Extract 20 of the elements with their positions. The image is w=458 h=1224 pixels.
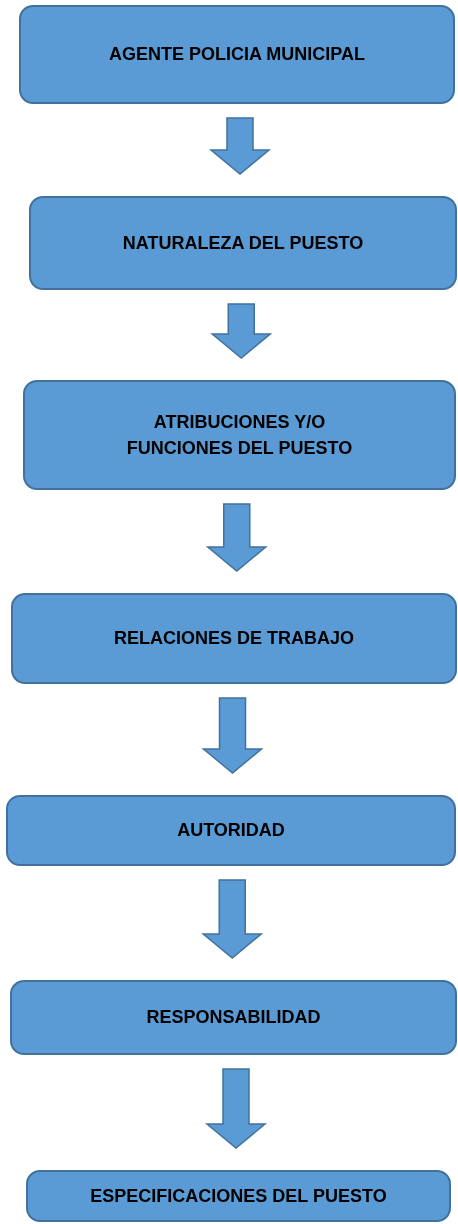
block-arrow xyxy=(201,697,264,774)
process-box xyxy=(11,593,457,684)
process-box xyxy=(26,1170,451,1222)
box-label: NATURALEZA DEL PUESTO xyxy=(122,231,364,255)
box-label: ATRIBUCIONES Y/O FUNCIONES DEL PUESTO xyxy=(125,410,354,460)
box-label: AUTORIDAD xyxy=(177,819,285,843)
block-arrow xyxy=(201,879,264,959)
box-label: RELACIONES DE TRABAJO xyxy=(114,627,354,651)
process-box xyxy=(23,380,456,490)
process-box xyxy=(19,5,455,104)
block-arrow xyxy=(204,1068,268,1149)
process-box xyxy=(29,196,457,290)
block-arrow xyxy=(208,117,272,175)
process-box xyxy=(6,795,456,866)
process-box xyxy=(10,980,457,1055)
block-arrow xyxy=(205,503,268,572)
block-arrow xyxy=(210,303,273,359)
box-label: RESPONSABILIDAD xyxy=(146,1006,321,1030)
box-label: ESPECIFICACIONES DEL PUESTO xyxy=(90,1184,387,1208)
box-label: AGENTE POLICIA MUNICIPAL xyxy=(109,43,365,67)
